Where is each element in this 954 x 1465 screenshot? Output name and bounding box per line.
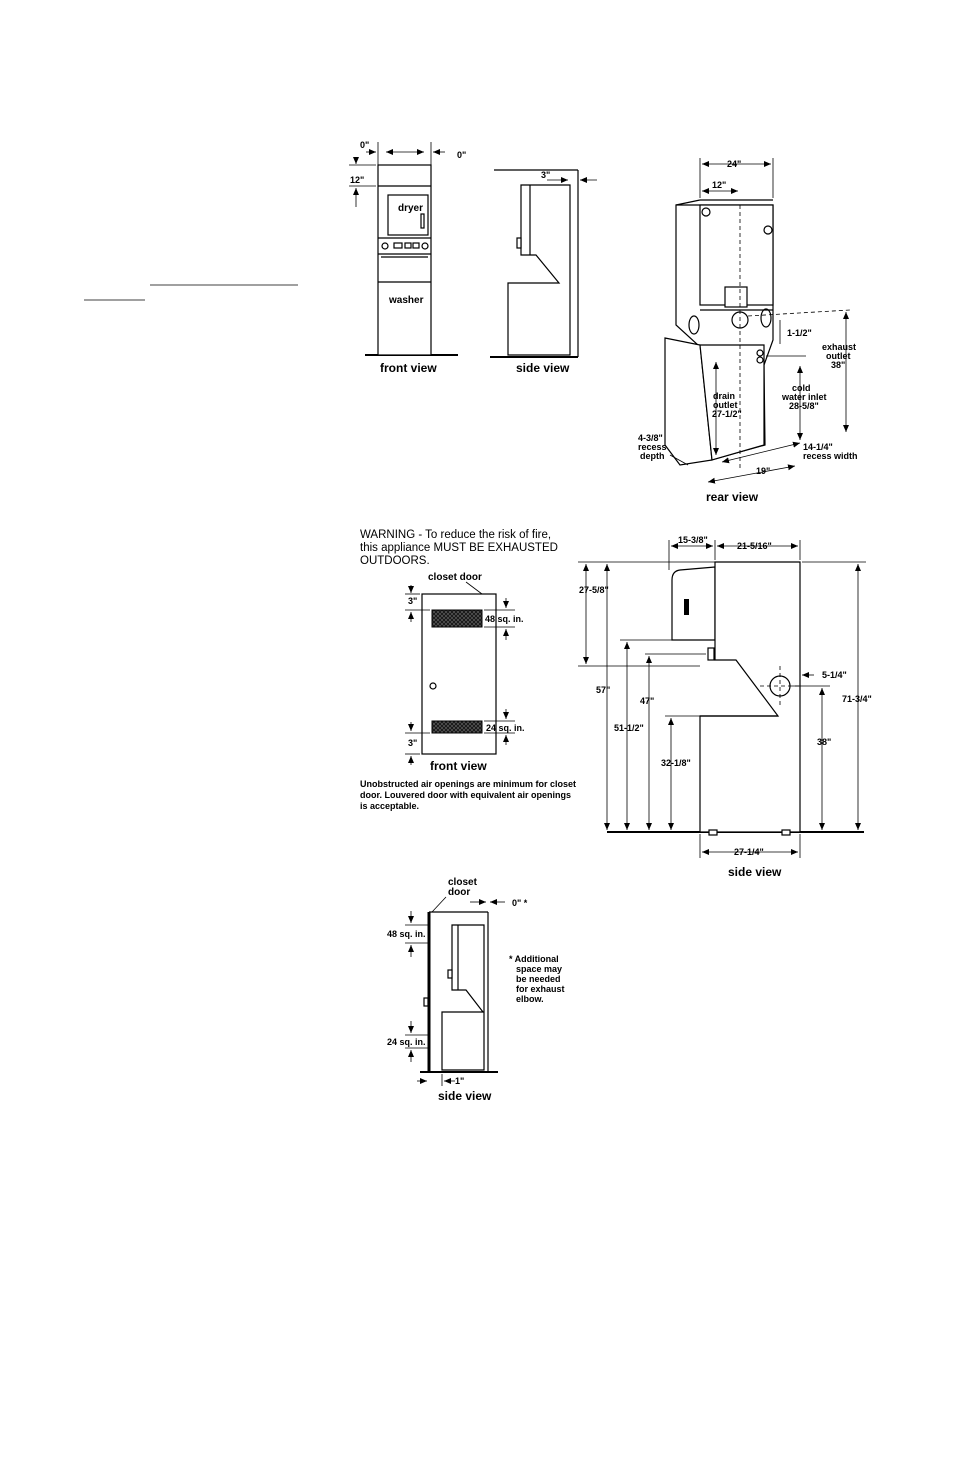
base-depth-label: 27-1/4" <box>734 847 764 857</box>
washer-top-height-label: 32-1/8" <box>661 758 691 768</box>
cold-water-label-1: cold <box>792 383 811 393</box>
margin-marks <box>84 284 298 301</box>
water-inlet-icon <box>756 356 764 364</box>
back-clearance-label: 3" <box>541 170 550 180</box>
recess-depth-label-2: recess <box>638 442 667 452</box>
closet-front-caption: front view <box>430 759 487 773</box>
lower-opening-label: 24 sq. in. <box>486 723 525 733</box>
drain-label-2: outlet <box>713 400 738 410</box>
dryer-door-height-label: 51-1/2" <box>614 723 644 733</box>
closet-door-label-1: closet <box>448 877 478 888</box>
air-openings-note: Unobstructed air openings are minimum fo… <box>360 779 576 811</box>
door-gap-label: 1" <box>455 1076 464 1086</box>
note-line-2: door. Louvered door with equivalent air … <box>360 790 571 800</box>
closet-side-view: closet door 0" * 48 sq. in. 24 sq. in. 1… <box>387 877 565 1103</box>
unit-profile <box>507 184 571 356</box>
top-depth-label: 15-3/8" <box>678 535 708 545</box>
exhaust-label-2: outlet <box>826 351 851 361</box>
closet-door-label-2: door <box>448 887 470 898</box>
upper-opening-label: 48 sq. in. <box>485 614 524 624</box>
total-height-label: 71-3/4" <box>842 694 872 704</box>
side-view-stacked: 3" side view <box>490 169 597 375</box>
exhaust-label-1: exhaust <box>822 342 856 352</box>
cold-water-label-3: 28-5/8" <box>789 401 819 411</box>
washer-height-label: 38" <box>817 737 831 747</box>
recess-width-label-2: recess width <box>803 451 858 461</box>
top-clearance-label: 12" <box>350 175 364 185</box>
washer-label: washer <box>388 295 424 306</box>
screw-icon <box>763 225 773 235</box>
footnote-line-1: * Additional <box>509 954 559 964</box>
side-view-dimensions: 15-3/8" 21-5/16" 27-5/8" 57" 51-1/2" 47"… <box>578 535 872 879</box>
offset-label: 1-1/2" <box>787 328 812 338</box>
rear-half-width-label: 12" <box>712 180 726 190</box>
dryer-height-label: 27-5/8" <box>579 585 609 595</box>
warning-line-2: this appliance MUST BE EXHAUSTED <box>360 542 558 554</box>
drain-label-1: drain <box>713 391 735 401</box>
side-dimensions-caption: side view <box>728 865 782 879</box>
right-clearance-label: 0" <box>457 150 466 160</box>
warning-line-3: OUTDOORS. <box>360 555 430 567</box>
warning-text: WARNING - To reduce the risk of fire, th… <box>360 529 558 567</box>
top-gap-label: 3" <box>408 596 417 606</box>
unit-profile <box>441 924 485 1071</box>
washer-side-panel <box>664 337 713 466</box>
recess-depth-label-3: depth <box>640 451 665 461</box>
upper-air-opening <box>431 609 483 628</box>
footnote-line-5: elbow. <box>516 994 544 1004</box>
rear-width-label: 24" <box>727 159 741 169</box>
footnote-line-4: for exhaust <box>516 984 565 994</box>
total-dryer-height-label: 57" <box>596 685 610 695</box>
stacked-unit <box>377 164 432 356</box>
note-line-3: is acceptable. <box>360 801 419 811</box>
dryer-label: dryer <box>398 203 423 214</box>
footnote-line-2: space may <box>516 964 562 974</box>
knob-icon <box>421 242 429 250</box>
rear-view-caption: rear view <box>706 490 759 504</box>
side-view-caption: side view <box>516 361 570 375</box>
side-body <box>699 561 801 833</box>
rear-view: 24" 12" 1-1/2" exhaust outlet 38" cold w… <box>638 158 858 504</box>
water-inlet-icon <box>756 349 764 357</box>
knob-icon <box>381 242 389 250</box>
front-view-stacked: dryer washer 0" 0" 12" front view <box>349 140 466 375</box>
drain-label-3: 27-1/2" <box>712 409 742 419</box>
closet-side-caption: side view <box>438 1089 492 1103</box>
footnote-line-3: be needed <box>516 974 561 984</box>
note-line-1: Unobstructed air openings are minimum fo… <box>360 779 576 789</box>
warning-line-1: WARNING - To reduce the risk of fire, <box>360 529 551 541</box>
upper-opening-label: 48 sq. in. <box>387 929 426 939</box>
exhaust-label-3: 38" <box>831 360 845 370</box>
lower-opening-label: 24 sq. in. <box>387 1037 426 1047</box>
closet-door-front: closet door 3" 48 sq. in. 24 sq. in. 3" … <box>405 572 525 773</box>
top-clearance-label: 0" * <box>512 898 528 908</box>
closet-door-label: closet door <box>428 572 482 583</box>
left-clearance-label: 0" <box>360 140 369 150</box>
screw-icon <box>701 207 711 217</box>
doorknob-icon <box>429 682 437 690</box>
recess-depth-label-1: 4-3/8" <box>638 433 663 443</box>
exhaust-offset-label: 5-1/4" <box>822 670 847 680</box>
controls-height-label: 47" <box>640 696 654 706</box>
bottom-width-label: 19" <box>756 466 770 476</box>
front-view-caption: front view <box>380 361 437 375</box>
cold-water-label-2: water inlet <box>781 392 827 402</box>
bottom-gap-label: 3" <box>408 738 417 748</box>
recess-width-label-1: 14-1/4" <box>803 442 833 452</box>
body-depth-label: 21-5/16" <box>737 541 772 551</box>
lower-air-opening <box>431 720 483 734</box>
